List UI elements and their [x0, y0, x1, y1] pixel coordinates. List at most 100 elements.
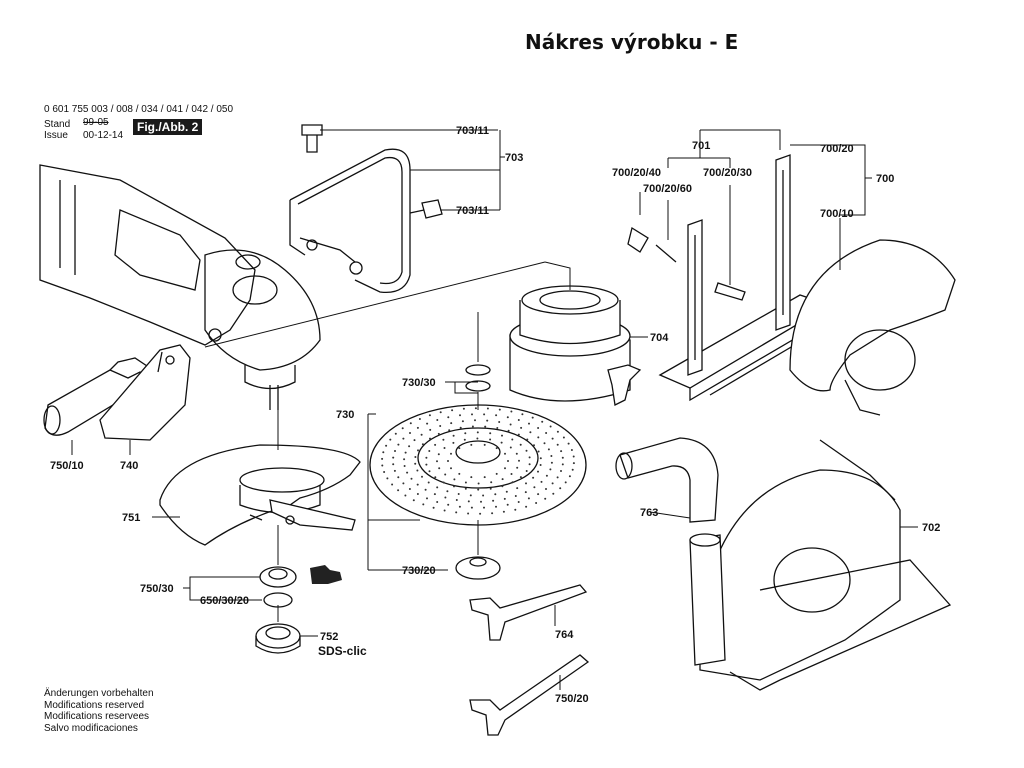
disc-perforation [560, 470, 562, 472]
disc-perforation [564, 481, 567, 484]
disc-perforation [556, 443, 559, 446]
disc-perforation [495, 505, 497, 508]
disc-perforation [424, 488, 427, 491]
disc-perforation [474, 407, 477, 410]
disc-perforation [381, 457, 384, 460]
sds-clic-label: SDS-clic [318, 644, 367, 658]
disc-perforation [511, 481, 514, 484]
disc-perforation [498, 421, 501, 423]
disc-perforation [572, 462, 575, 465]
disc-perforation [385, 444, 388, 447]
part-label-740: 740 [120, 460, 138, 472]
disc-perforation [489, 438, 492, 441]
disc-perforation [459, 414, 461, 417]
disc-perforation [525, 449, 528, 452]
disc-perforation [535, 502, 538, 504]
disc-perforation [434, 443, 437, 446]
disc-perforation [496, 427, 499, 429]
disc-perforation [436, 460, 438, 463]
disc-perforation [476, 437, 479, 440]
disc-perforation [482, 494, 485, 497]
cutting-guard-702-drawing [689, 439, 952, 691]
disc-perforation [509, 446, 512, 449]
disc-perforation [560, 450, 563, 453]
disc-perforation [394, 432, 397, 435]
disc-perforation [515, 452, 518, 455]
disc-perforation [450, 467, 452, 470]
disc-perforation [421, 443, 424, 446]
disc-perforation [397, 476, 400, 479]
disc-perforation [429, 437, 431, 440]
disc-perforation [453, 485, 455, 488]
disc-perforation [413, 439, 416, 442]
disc-perforation [549, 425, 552, 428]
part-label-700-20: 700/20 [820, 143, 854, 155]
disc-perforation [528, 456, 531, 459]
disc-perforation [483, 443, 486, 446]
disc-perforation [436, 486, 439, 489]
flange-nuts-drawing [255, 565, 342, 654]
disc-perforation [464, 432, 467, 435]
disc-perforation [477, 482, 480, 485]
disc-perforation [404, 494, 407, 497]
note-fr: Modifications reservees [44, 711, 150, 722]
disc-perforation [433, 493, 436, 496]
disc-perforation [519, 443, 522, 446]
disc-perforation [537, 493, 540, 496]
disc-perforation [474, 419, 476, 422]
disc-perforation [498, 408, 501, 411]
disc-perforation [426, 497, 428, 500]
disc-perforation [486, 407, 489, 410]
disc-perforation [447, 503, 450, 506]
disc-perforation [425, 463, 428, 466]
disc-perforation [428, 470, 431, 473]
disc-perforation [458, 472, 461, 475]
part-label-750-30: 750/30 [140, 583, 174, 595]
wheel-guard-751-drawing [159, 444, 361, 546]
disc-perforation [467, 512, 470, 515]
disc-perforation [502, 510, 505, 513]
disc-perforation [436, 419, 439, 421]
disc-perforation [383, 471, 386, 473]
disc-perforation [518, 459, 520, 462]
part-label-751: 751 [122, 512, 140, 524]
disc-perforation [444, 473, 447, 476]
disc-perforation [416, 493, 419, 495]
part-labels: 703/11 703 703/11 701 700/20 700 700/20/… [50, 125, 940, 705]
disc-perforation [401, 427, 404, 430]
disc-perforation [477, 488, 480, 491]
disc-perforation [461, 420, 464, 423]
disc-perforation [489, 432, 492, 435]
spanner-764-drawing [469, 584, 588, 641]
disc-perforation [526, 438, 529, 441]
disc-perforation [509, 423, 512, 426]
disc-perforation [451, 409, 454, 412]
part-label-730-30: 730/30 [402, 377, 436, 389]
disc-perforation [524, 491, 527, 494]
disc-perforation [551, 482, 554, 485]
disc-perforation [547, 448, 550, 451]
disc-perforation [402, 437, 405, 440]
disc-perforation [556, 476, 559, 479]
disc-perforation [543, 442, 546, 445]
disc-perforation [495, 447, 498, 450]
disc-perforation [541, 420, 544, 423]
stand-value: 99-05 [83, 117, 109, 128]
model-numbers: 0 601 755 003 / 008 / 034 / 041 / 042 / … [44, 104, 234, 115]
disc-perforation [437, 432, 440, 435]
part-label-763: 763 [640, 507, 658, 519]
disc-perforation [510, 410, 513, 413]
disc-perforation [455, 511, 458, 514]
disc-perforation [570, 449, 573, 451]
disc-perforation [381, 464, 384, 467]
part-label-750-10: 750/10 [50, 460, 84, 472]
disc-perforation [439, 411, 442, 414]
disc-perforation [403, 458, 406, 461]
disc-perforation [552, 492, 555, 495]
disc-perforation [470, 476, 473, 479]
disc-perforation [531, 416, 534, 419]
disc-perforation [439, 425, 442, 427]
disc-perforation [438, 467, 441, 470]
disc-perforation [494, 493, 497, 496]
note-de: Änderungen vorbehalten [44, 688, 154, 699]
